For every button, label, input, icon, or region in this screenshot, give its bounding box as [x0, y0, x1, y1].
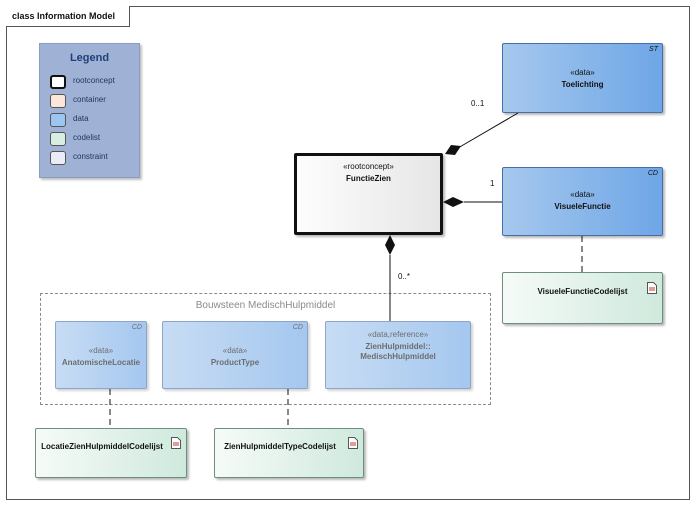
class-functiezien[interactable]: «rootconcept» FunctieZien: [294, 153, 443, 235]
class-name-line2: MedischHulpmiddel: [360, 352, 436, 361]
diagram-frame-title: class Information Model: [6, 6, 131, 27]
legend-swatch-codelist: [50, 132, 66, 146]
class-name: AnatomischeLocatie: [61, 358, 141, 367]
stereotype: «data»: [570, 190, 595, 199]
package-title: Bouwsteen MedischHulpmiddel: [195, 300, 336, 311]
composition-diamond-toelichting: [445, 145, 461, 155]
legend-item-container: container: [50, 94, 138, 110]
legend-swatch-constraint: [50, 151, 66, 165]
class-toelichting[interactable]: ST «data» Toelichting: [502, 43, 663, 113]
class-tag: ST: [649, 46, 658, 53]
codelist-visuelefunctie[interactable]: VisueleFunctieCodelijst: [502, 272, 663, 324]
document-icon: [171, 437, 181, 449]
stereotype: «data»: [88, 346, 114, 355]
class-name: FunctieZien: [346, 174, 391, 183]
class-visuelefunctie[interactable]: CD «data» VisueleFunctie: [502, 167, 663, 236]
legend-label: rootconcept: [73, 76, 115, 85]
legend-label: constraint: [73, 152, 108, 161]
legend: Legend rootconcept container data codeli…: [39, 43, 140, 178]
stereotype: «data»: [222, 346, 248, 355]
class-zienhulpmiddel-medischhulpmiddel[interactable]: «data,reference» ZienHulpmiddel:: Medisc…: [325, 321, 471, 389]
class-tag: CD: [292, 324, 303, 331]
document-icon: [348, 437, 358, 449]
composition-diamond-visuelefunctie: [443, 197, 464, 207]
stereotype: «data»: [570, 68, 595, 77]
legend-swatch-data: [50, 113, 66, 127]
document-icon: [647, 282, 657, 294]
legend-title: Legend: [69, 52, 110, 64]
legend-label: codelist: [73, 133, 101, 142]
multiplicity-toelichting: 0..1: [471, 99, 485, 108]
multiplicity-visuelefunctie: 1: [490, 179, 495, 188]
codelist-locatie[interactable]: LocatieZienHulpmiddelCodelijst: [35, 428, 187, 478]
class-name: VisueleFunctie: [554, 202, 611, 211]
class-tag: CD: [647, 170, 658, 177]
class-tag: CD: [131, 324, 142, 331]
legend-swatch-container: [50, 94, 66, 108]
codelist-name: VisueleFunctieCodelijst: [537, 287, 628, 296]
codelist-name: LocatieZienHulpmiddelCodelijst: [41, 442, 163, 451]
legend-item-data: data: [50, 113, 138, 129]
class-anatomischelocatie[interactable]: CD «data» AnatomischeLocatie: [55, 321, 147, 389]
legend-label: container: [73, 95, 106, 104]
codelist-type[interactable]: ZienHulpmiddelTypeCodelijst: [214, 428, 364, 478]
class-name: ProductType: [210, 358, 260, 367]
codelist-name: ZienHulpmiddelTypeCodelijst: [224, 442, 336, 451]
association-toelichting[interactable]: [457, 112, 519, 149]
composition-diamond-medischhulpmiddel: [385, 235, 395, 255]
legend-swatch-rootconcept: [50, 75, 66, 89]
package-bouwsteen-medischhulpmiddel[interactable]: Bouwsteen MedischHulpmiddel: [40, 293, 491, 405]
legend-label: data: [73, 114, 89, 123]
legend-item-rootconcept: rootconcept: [50, 75, 138, 91]
class-name: Toelichting: [561, 80, 604, 89]
multiplicity-medischhulpmiddel: 0..*: [398, 272, 411, 281]
stereotype: «data,reference»: [367, 330, 429, 339]
diagram-frame: [6, 6, 690, 500]
class-producttype[interactable]: CD «data» ProductType: [162, 321, 308, 389]
legend-item-constraint: constraint: [50, 151, 138, 167]
stereotype: «rootconcept»: [343, 162, 394, 171]
class-name-line1: ZienHulpmiddel::: [365, 342, 431, 351]
legend-item-codelist: codelist: [50, 132, 138, 148]
